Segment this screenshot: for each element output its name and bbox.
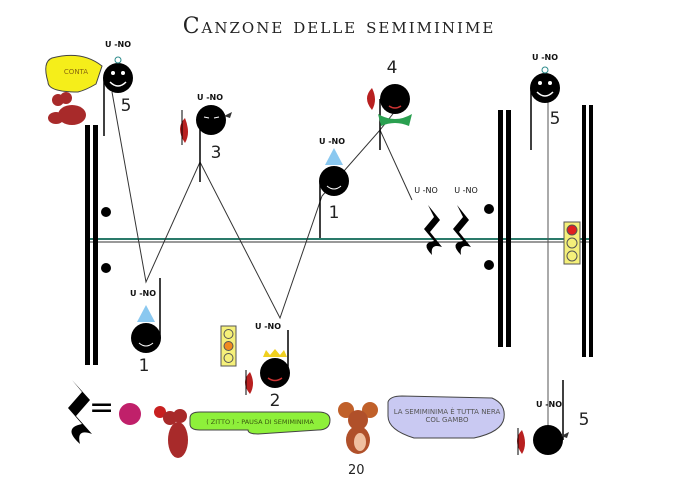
note-4 [220,325,290,395]
bubble-semiminima: La semiminima è tutta nera col gambo [393,408,501,424]
heart-icon [245,372,253,394]
quarter-rest-symbol [68,380,92,444]
page-number: 20 [348,463,365,478]
heart-icon [180,118,188,143]
note-label: U -NO [254,322,282,331]
note-count: 2 [269,391,281,411]
note-count: 1 [138,356,150,376]
quarter-rest-1 [424,205,442,255]
heart-icon [517,430,525,454]
note-label: U -NO [531,53,559,62]
note-count: 5 [578,410,590,430]
final-barline [582,105,593,357]
note-2 [180,105,232,182]
mouse-icon [48,92,86,125]
red-ball-icon [154,406,166,418]
staff-line [85,238,592,243]
note-6 [367,84,412,150]
note-count: 5 [549,109,561,129]
note-5 [319,148,349,238]
page-title: Canzone delle semiminime [182,14,496,39]
heart-icon [367,88,375,110]
mouse-icon [163,409,188,458]
rest-label: U -NO [454,186,478,195]
repeat-barline-left [85,125,111,365]
repeat-barline-right [484,110,511,347]
bubble-zitto: ( zitto ) - pausa di semiminima [206,418,314,426]
note-3 [131,278,161,353]
traffic-light-icon [220,325,237,367]
note-count: 4 [386,58,398,78]
traffic-light-icon [563,221,581,265]
equals-sign: = [89,390,115,425]
quarter-rest-2 [453,205,471,255]
note-1 [103,56,133,136]
bubble-zitto-shape [189,411,331,435]
note-label: U -NO [318,137,346,146]
bubble-semiminima-shape [387,395,505,439]
note-label: U -NO [104,40,132,49]
melody-contour [111,91,413,320]
note-count: 5 [120,96,132,116]
note-label: U -NO [535,400,563,409]
note-8 [517,380,569,455]
note-label: U -NO [196,93,224,102]
bubble-conta: Conta [63,68,89,76]
note-7 [530,66,560,150]
rest-label: U -NO [414,186,438,195]
mouse-icon [338,402,378,454]
bubble-conta-shape [45,54,103,93]
note-label: U -NO [129,289,157,298]
pink-ball-icon [119,403,141,425]
note-count: 1 [328,203,340,223]
note-count: 3 [210,143,222,163]
